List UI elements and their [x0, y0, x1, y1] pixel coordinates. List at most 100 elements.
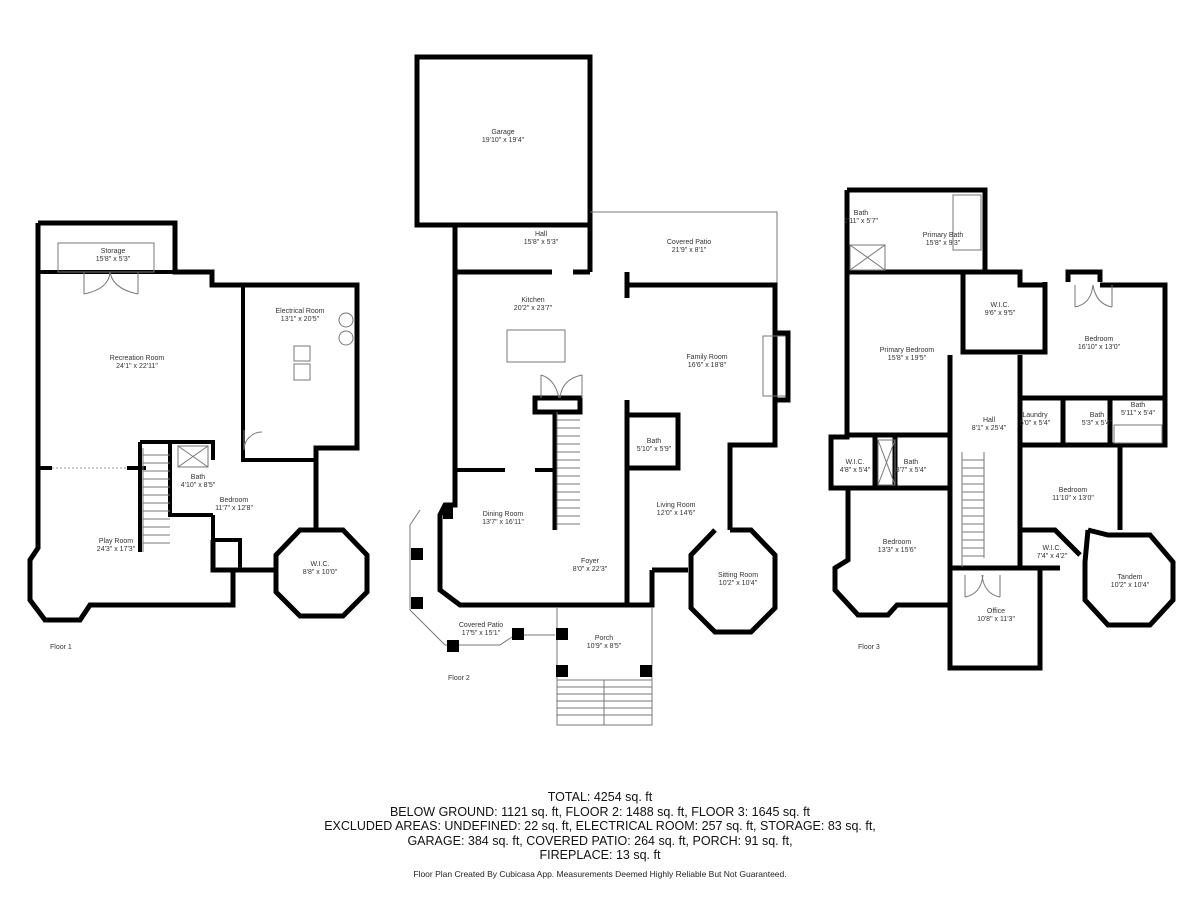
- room-name: Hall: [535, 231, 548, 238]
- room-dimensions: 5'10" x 5'9": [637, 446, 672, 453]
- floor-2-plan: [409, 54, 791, 726]
- floor-areas: BELOW GROUND: 1121 sq. ft, FLOOR 2: 1488…: [389, 804, 811, 819]
- room-name: Recreation Room: [110, 355, 165, 362]
- room-dimensions: 15'8" x 19'5": [888, 355, 927, 362]
- excluded-areas-1: EXCLUDED AREAS: UNDEFINED: 22 sq. ft, EL…: [324, 819, 876, 833]
- room-dimensions: 8'1" x 25'4": [972, 425, 1007, 432]
- room-name: Covered Patio: [459, 622, 503, 629]
- room-dimensions: 10'2" x 10'4": [719, 580, 758, 587]
- room-name: Bath: [191, 474, 206, 481]
- total-area: TOTAL: 4254 sq. ft: [547, 790, 653, 804]
- room-dimensions: 10'8" x 11'3": [977, 616, 1015, 623]
- room-name: Bedroom: [220, 497, 249, 504]
- area-summary: TOTAL: 4254 sq. ft BELOW GROUND: 1121 sq…: [0, 790, 1200, 863]
- room-dimensions: 17'5" x 15'1": [462, 630, 501, 637]
- room-dimensions: 16'10" x 13'0": [1078, 344, 1121, 351]
- room-name: Living Room: [657, 502, 696, 509]
- room-name: Covered Patio: [667, 239, 711, 246]
- room-label-w-i-c: W.I.C.7'4" x 4'2": [1037, 545, 1068, 560]
- excluded-areas-2: GARAGE: 384 sq. ft, COVERED PATIO: 264 s…: [407, 833, 793, 848]
- room-name: Electrical Room: [275, 308, 324, 315]
- room-name: Laundry: [1022, 412, 1048, 419]
- room-name: W.I.C.: [1042, 545, 1061, 552]
- room-dimensions: 5'3" x 5'4": [1082, 420, 1113, 427]
- floor-3-label: Floor 3: [858, 644, 880, 651]
- room-dimensions: 7'4" x 4'2": [1037, 553, 1068, 560]
- room-dimensions: 4'10" x 8'5": [181, 482, 216, 489]
- floor-3-plan: [828, 187, 1176, 671]
- room-dimensions: 15'8" x 5'3": [524, 239, 559, 246]
- floor-1-plan: [27, 220, 370, 623]
- room-name: Kitchen: [521, 297, 544, 304]
- room-name: Bedroom: [883, 539, 912, 546]
- room-dimensions: 13'1" x 20'5": [281, 316, 320, 323]
- room-name: Bedroom: [1059, 487, 1088, 494]
- room-dimensions: 11'10" x 13'0": [1052, 495, 1094, 502]
- room-dimensions: 24'3" x 17'3": [97, 546, 136, 553]
- room-name: Bath: [904, 459, 919, 466]
- disclaimer: Floor Plan Created By Cubicasa App. Meas…: [413, 869, 787, 879]
- excluded-areas-3: FIREPLACE: 13 sq. ft: [539, 848, 661, 862]
- room-name: Bedroom: [1085, 336, 1114, 343]
- room-dimensions: 10'2" x 10'4": [1111, 582, 1150, 589]
- room-dimensions: 8'8" x 10'0": [303, 569, 338, 576]
- room-dimensions: 20'2" x 23'7": [514, 305, 553, 312]
- floor-1-label: Floor 1: [50, 644, 72, 651]
- room-name: Bath: [854, 210, 869, 217]
- room-name: Porch: [595, 635, 613, 642]
- room-name: Office: [987, 608, 1005, 615]
- room-dimensions: 11'7" x 12'8": [215, 505, 253, 512]
- room-dimensions: 9'6" x 9'5": [985, 310, 1016, 317]
- room-name: Primary Bedroom: [880, 347, 935, 354]
- room-dimensions: 12'0" x 14'6": [657, 510, 696, 517]
- room-name: Tandem: [1118, 574, 1143, 581]
- room-name: Foyer: [581, 558, 600, 565]
- room-label-w-i-c: W.I.C.8'8" x 10'0": [303, 561, 338, 576]
- floor-2-label: Floor 2: [448, 675, 470, 682]
- room-dimensions: 13'7" x 16'11": [482, 519, 524, 526]
- room-name: Play Room: [99, 538, 133, 545]
- room-name: Family Room: [686, 354, 727, 361]
- room-name: Bath: [647, 438, 662, 445]
- room-dimensions: 4'8" x 5'4": [840, 467, 871, 474]
- room-name: Sitting Room: [718, 572, 758, 579]
- room-dimensions: 2'11" x 5'7": [844, 218, 878, 225]
- room-dimensions: 5'11" x 5'4": [1121, 410, 1155, 417]
- room-dimensions: 16'6" x 18'8": [688, 362, 727, 369]
- room-dimensions: 8'0" x 22'3": [573, 566, 608, 573]
- room-dimensions: 15'8" x 5'3": [96, 256, 131, 263]
- room-name: Hall: [983, 417, 996, 424]
- room-dimensions: 5'0" x 5'4": [1020, 420, 1051, 427]
- room-name: Dining Room: [483, 511, 524, 518]
- room-name: Garage: [491, 129, 514, 136]
- room-name: W.I.C.: [990, 302, 1009, 309]
- room-name: Bath: [1090, 412, 1105, 419]
- room-name: Primary Bath: [923, 232, 964, 239]
- room-dimensions: 19'10" x 19'4": [482, 137, 525, 144]
